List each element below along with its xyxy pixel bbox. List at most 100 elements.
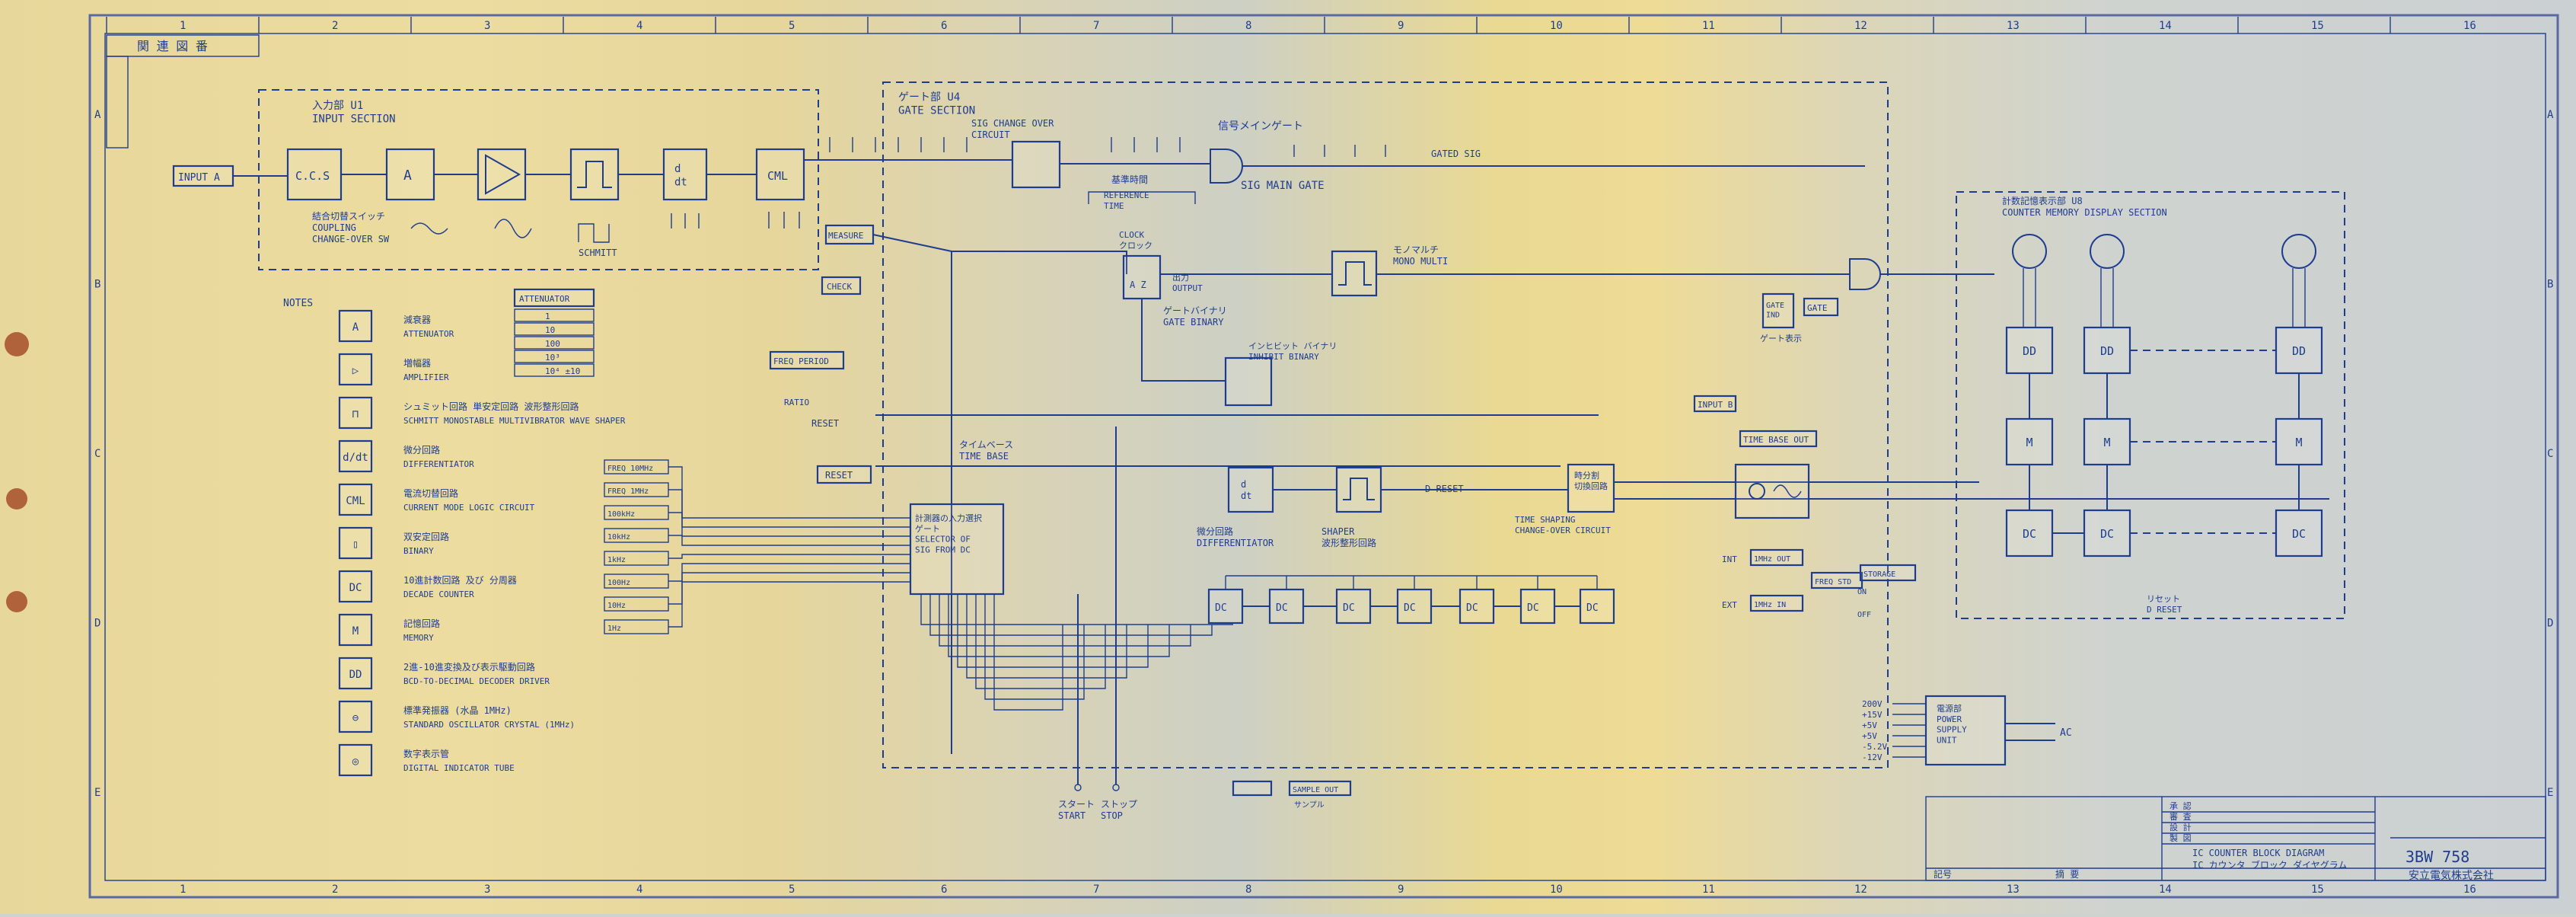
grid-col-label: 7 xyxy=(1093,883,1099,896)
input-section-label: 入力部 U1 INPUT SECTION xyxy=(312,100,396,126)
freq-switch-box[interactable] xyxy=(604,596,669,612)
legend-symbol-box xyxy=(338,396,373,430)
time-base-out-terminal xyxy=(1739,430,1818,448)
counter-dc-block xyxy=(2275,509,2323,558)
atten-row-box xyxy=(514,363,595,377)
cml-label: CML xyxy=(767,169,788,183)
voltage-label: +15V xyxy=(1862,710,1883,720)
attenuator-label: A xyxy=(403,168,412,184)
legend-en: BCD-TO-DECIMAL DECODER DRIVER xyxy=(403,676,550,686)
d-reset-label: D RESET xyxy=(1425,484,1464,494)
grid-col-label: 1 xyxy=(180,883,186,896)
grid-col-label: 9 xyxy=(1398,883,1404,896)
grid-col-label: 13 xyxy=(2007,20,2020,32)
differentiator-text-line: DIFFERENTIATOR xyxy=(1197,538,1274,548)
freq-switch-box[interactable] xyxy=(604,505,669,520)
counter-block-label: M xyxy=(2103,436,2110,449)
freq-switch-box[interactable] xyxy=(604,528,669,543)
binary-label: A Z xyxy=(1130,280,1146,290)
freq-switch-box[interactable] xyxy=(604,482,669,497)
cml-block xyxy=(755,148,805,201)
sample-jp: サンプル xyxy=(1294,800,1325,810)
input-b-terminal xyxy=(1693,395,1737,413)
power-supply-block xyxy=(1924,695,2007,766)
osc-wave xyxy=(1773,484,1802,498)
sample-switch[interactable] xyxy=(1232,780,1273,797)
sig-changeover-text-line: CIRCUIT xyxy=(971,129,1010,140)
grid-col-label: 5 xyxy=(789,883,795,896)
diff-text: d xyxy=(674,163,681,175)
grid-col-label: 8 xyxy=(1245,883,1251,896)
legend-en: DIGITAL INDICATOR TUBE xyxy=(403,763,515,773)
inhibit-binary-text: インヒビット バイナリ xyxy=(1248,341,1337,351)
approval-row-label: 設 計 xyxy=(2170,822,2192,832)
reset-switch[interactable] xyxy=(816,465,872,484)
differentiator-block xyxy=(662,148,708,201)
legend-symbol-box xyxy=(338,700,373,733)
check-switch[interactable] xyxy=(821,276,862,296)
storage-switch[interactable] xyxy=(1859,564,1917,582)
sig-main-gate-label: SIG MAIN GATE xyxy=(1241,180,1325,192)
reset-label-2: RESET xyxy=(825,470,853,481)
attenuator-block xyxy=(385,148,435,201)
freq-line xyxy=(668,572,910,605)
legend-en: BINARY xyxy=(403,546,434,556)
grid-col-label: 6 xyxy=(941,20,947,32)
std-time-label: 基準時間 xyxy=(1111,174,1148,185)
sig-changeover-block xyxy=(1011,140,1061,189)
dc-label: DC xyxy=(1466,602,1478,614)
grid-row-label: D xyxy=(94,617,100,629)
freq-period-switch[interactable] xyxy=(769,350,845,370)
counter-dc-block xyxy=(2005,509,2054,558)
shaper-diff-text: d xyxy=(1241,479,1246,490)
inner-frame xyxy=(104,33,2546,881)
legend-en: SCHMITT MONOSTABLE MULTIVIBRATOR WAVE SH… xyxy=(403,416,626,426)
freq-switch-label: 10kHz xyxy=(607,533,630,542)
mhz-out-label: 1MHz OUT xyxy=(1754,555,1790,564)
mono-symbol xyxy=(1338,261,1372,286)
sample-out-terminal xyxy=(1288,780,1352,797)
selector-block xyxy=(909,503,1005,596)
start-terminal[interactable] xyxy=(1074,784,1082,791)
legend-jp: 微分回路 xyxy=(403,444,440,455)
time-base-text: タイムベース xyxy=(959,439,1013,450)
time-base-dc-block xyxy=(1268,588,1305,625)
dc-feed-line xyxy=(939,594,1191,647)
freq-switch-label: 1Hz xyxy=(607,625,621,633)
legend-symbol-box xyxy=(338,657,373,690)
freq-switch-box[interactable] xyxy=(604,574,669,589)
ccs-block xyxy=(286,148,343,201)
atten-row: 100 xyxy=(545,339,560,349)
freq-switch-box[interactable] xyxy=(604,459,669,474)
punch-hole xyxy=(5,332,29,356)
counter-block-label: DD xyxy=(2292,344,2306,358)
schmitt-symbol xyxy=(577,161,612,188)
stop-terminal[interactable] xyxy=(1112,784,1120,791)
inhibit-binary-text-line: INHIBIT BINARY xyxy=(1248,352,1319,362)
legend-jp: 減衰器 xyxy=(403,314,431,325)
freq-switch-box[interactable] xyxy=(604,619,669,634)
coupling-text: 結合切替スイッチ xyxy=(312,210,385,222)
schmitt-caption: SCHMITT xyxy=(579,248,617,258)
pulse-train xyxy=(829,137,968,152)
freq-line xyxy=(668,512,910,537)
gate-window xyxy=(1088,191,1196,204)
time-shaping-jp-text-line: 切換回路 xyxy=(1574,481,1608,491)
freq-line xyxy=(668,466,910,519)
reference-time-text-line: TIME xyxy=(1104,201,1124,211)
shaper-symbol xyxy=(1343,478,1375,500)
dc-feed-line xyxy=(975,594,1106,689)
approval-row-label: 審 査 xyxy=(2170,811,2192,822)
grid-col-label: 7 xyxy=(1093,20,1099,32)
punch-hole xyxy=(6,488,27,510)
freq-switch-box[interactable] xyxy=(604,551,669,566)
time-shaping-block xyxy=(1567,463,1615,513)
